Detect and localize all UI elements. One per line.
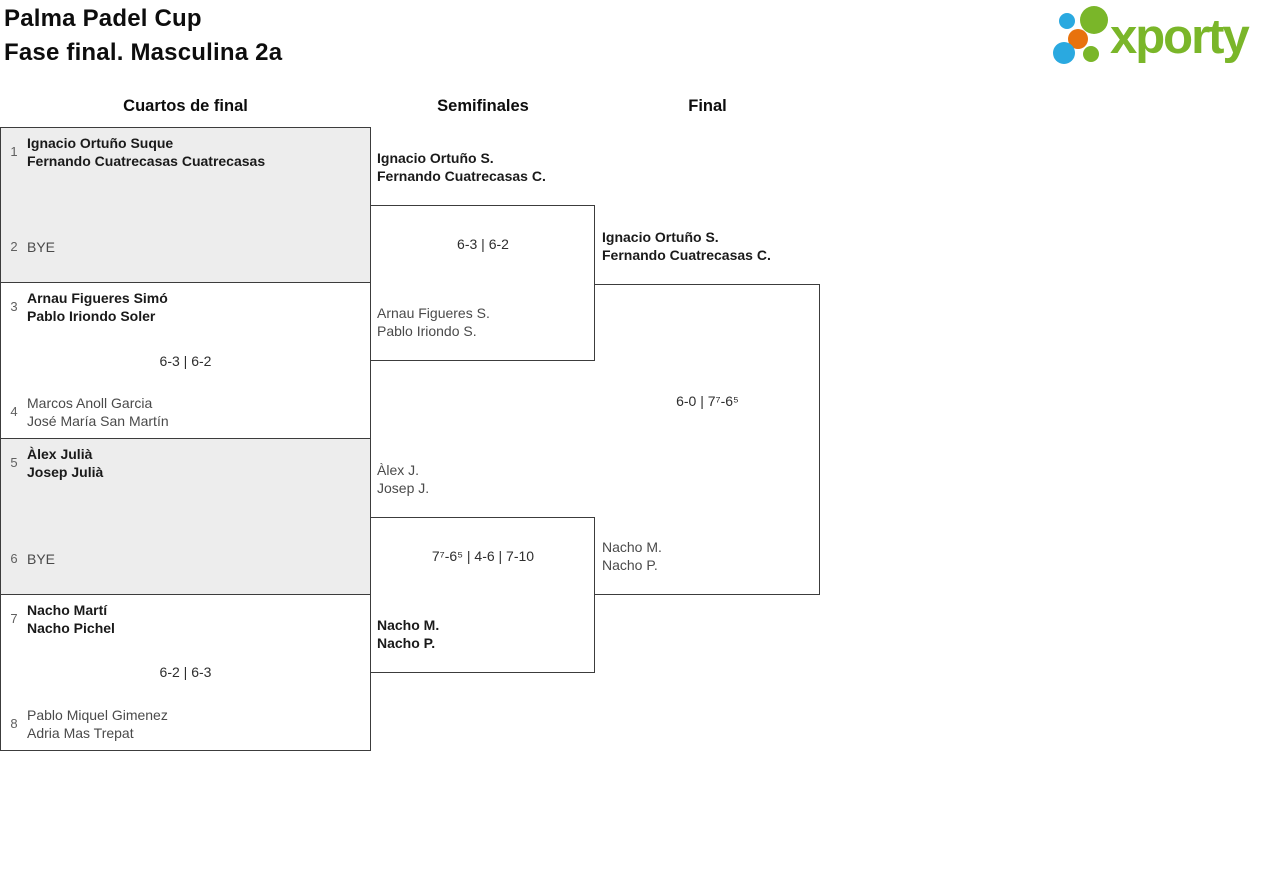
phase-name: Fase final. Masculina 2a [4, 39, 283, 66]
team-label-sf2-top: Àlex J. Josep J. [377, 461, 592, 497]
player-name: Pablo Miquel Gimenez [27, 707, 168, 723]
match-box-qf4: 7 Nacho Martí Nacho Pichel 8 Pablo Mique… [0, 594, 371, 751]
team-row-seed7: 7 Nacho Martí Nacho Pichel [1, 601, 370, 637]
player-name: Fernando Cuatrecasas C. [377, 168, 546, 184]
match-box-sf1 [371, 205, 595, 361]
player-name: Nacho M. [602, 539, 662, 555]
xporty-logo: xporty [1050, 0, 1280, 72]
seed-number: 5 [10, 455, 18, 470]
logo-dot-green-large-icon [1080, 6, 1108, 34]
team-label-sf1-top: Ignacio Ortuño S. Fernando Cuatrecasas C… [377, 149, 592, 185]
round-header-cuartos: Cuartos de final [123, 97, 248, 115]
round-header-final: Final [688, 97, 727, 115]
player-name: Pablo Iriondo Soler [27, 308, 156, 324]
team-row-seed1: 1 Ignacio Ortuño Suque Fernando Cuatreca… [1, 134, 370, 170]
round-header-semifinales: Semifinales [437, 97, 529, 115]
match-score-sf2: 7⁷-6⁵ | 4-6 | 7-10 [431, 548, 535, 564]
team-names: Pablo Miquel Gimenez Adria Mas Trepat [27, 706, 168, 742]
team-row-seed2: 2 BYE [1, 238, 370, 274]
player-name: Nacho P. [377, 635, 436, 651]
player-name: Nacho Pichel [27, 620, 115, 636]
player-name [27, 568, 55, 586]
team-label-final-top: Ignacio Ortuño S. Fernando Cuatrecasas C… [602, 228, 817, 264]
player-name [27, 256, 55, 274]
player-name: Àlex Julià [27, 446, 93, 462]
player-name: Josep J. [377, 480, 430, 496]
player-name: Fernando Cuatrecasas Cuatrecasas [27, 153, 266, 169]
player-name: Ignacio Ortuño S. [602, 229, 719, 245]
player-name: BYE [27, 551, 56, 567]
team-row-seed5: 5 Àlex Julià Josep Julià [1, 445, 370, 481]
team-names: Ignacio Ortuño Suque Fernando Cuatrecasa… [27, 134, 265, 170]
logo-dot-blue-small-icon [1059, 13, 1075, 29]
team-names: BYE [27, 238, 55, 274]
player-name: Fernando Cuatrecasas C. [602, 247, 771, 263]
match-box-qf1: 1 Ignacio Ortuño Suque Fernando Cuatreca… [0, 127, 371, 283]
player-name: Ignacio Ortuño S. [377, 150, 494, 166]
match-box-qf3: 5 Àlex Julià Josep Julià 6 BYE [0, 438, 371, 595]
seed-number: 7 [10, 611, 18, 626]
player-name: BYE [27, 239, 56, 255]
match-score-final: 6-0 | 7⁷-6⁵ [676, 393, 739, 409]
team-names: Marcos Anoll Garcia José María San Martí… [27, 394, 169, 430]
page-title: Palma Padel Cup Fase final. Masculina 2a [4, 2, 282, 70]
player-name: Josep Julià [27, 464, 104, 480]
team-label-sf1-bottom: Arnau Figueres S. Pablo Iriondo S. [377, 304, 592, 340]
seed-number: 6 [10, 551, 18, 566]
player-name: Arnau Figueres Simó [27, 290, 168, 306]
team-row-seed3: 3 Arnau Figueres Simó Pablo Iriondo Sole… [1, 289, 370, 325]
match-box-final [595, 284, 820, 595]
player-name: Nacho M. [377, 617, 440, 633]
seed-number: 3 [10, 299, 18, 314]
team-names: Nacho Martí Nacho Pichel [27, 601, 115, 637]
match-score-qf2: 6-3 | 6-2 [159, 353, 212, 369]
xporty-wordmark: xporty [1110, 10, 1250, 64]
match-box-sf2 [371, 517, 595, 673]
team-label-final-bottom: Nacho M. Nacho P. [602, 538, 817, 574]
seed-number: 4 [10, 404, 18, 419]
seed-number: 8 [10, 716, 18, 731]
seed-number: 2 [10, 239, 18, 254]
team-names: Arnau Figueres Simó Pablo Iriondo Soler [27, 289, 168, 325]
team-row-seed8: 8 Pablo Miquel Gimenez Adria Mas Trepat [1, 706, 370, 742]
seed-number: 1 [10, 144, 18, 159]
logo-dot-orange-icon [1068, 29, 1088, 49]
match-box-qf2: 3 Arnau Figueres Simó Pablo Iriondo Sole… [0, 282, 371, 439]
player-name: Àlex J. [377, 462, 420, 478]
tournament-name: Palma Padel Cup [4, 5, 202, 32]
player-name: José María San Martín [27, 413, 169, 429]
team-row-seed4: 4 Marcos Anoll Garcia José María San Mar… [1, 394, 370, 430]
team-names: Àlex Julià Josep Julià [27, 445, 103, 481]
team-label-sf2-bottom: Nacho M. Nacho P. [377, 616, 592, 652]
player-name: Nacho Martí [27, 602, 108, 618]
player-name: Nacho P. [602, 557, 658, 573]
logo-dot-blue-large-icon [1053, 42, 1075, 64]
team-row-seed6: 6 BYE [1, 550, 370, 586]
logo-dot-green-small-icon [1083, 46, 1099, 62]
player-name: Adria Mas Trepat [27, 725, 134, 741]
player-name: Arnau Figueres S. [377, 305, 490, 321]
team-names: BYE [27, 550, 55, 586]
match-score-sf1: 6-3 | 6-2 [457, 236, 509, 252]
player-name: Ignacio Ortuño Suque [27, 135, 174, 151]
match-score-qf4: 6-2 | 6-3 [159, 664, 212, 680]
player-name: Pablo Iriondo S. [377, 323, 477, 339]
player-name: Marcos Anoll Garcia [27, 395, 153, 411]
